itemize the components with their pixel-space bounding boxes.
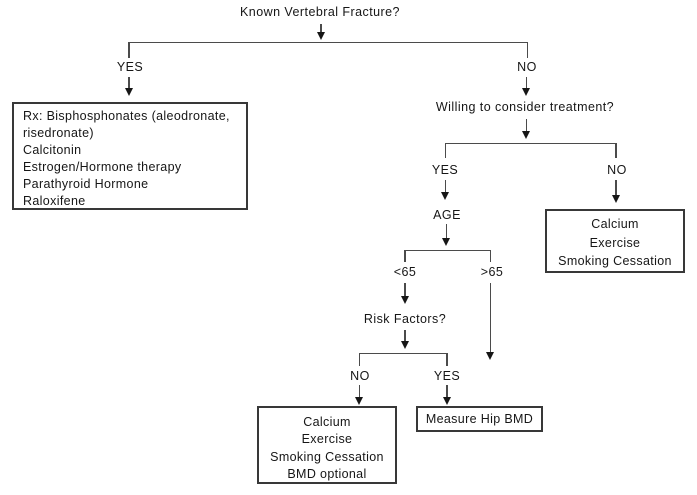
care-bmd-item: BMD optional xyxy=(287,466,367,481)
branch-label-over-65: >65 xyxy=(480,265,504,279)
edge-risk-split-right-stub xyxy=(446,352,448,366)
arrow-yes-risk-head-icon xyxy=(442,397,451,405)
edge-age-split xyxy=(404,249,491,252)
arrow-no-fracture-line xyxy=(525,77,528,88)
branch-label-no-fracture: NO xyxy=(517,60,537,74)
edge-treatment-split xyxy=(444,142,617,145)
arrow-treatment-line xyxy=(525,119,528,131)
arrow-treatment-head-icon xyxy=(522,131,530,139)
care-bmd-item: Calcium xyxy=(303,415,351,429)
branch-label-under-65: <65 xyxy=(393,265,417,279)
branch-label-no-risk: NO xyxy=(350,369,370,383)
edge-risk-split xyxy=(358,352,448,355)
arrow-root-line xyxy=(320,24,322,33)
arrow-no-risk-head-icon xyxy=(355,397,363,405)
arrow-yes-fracture-line xyxy=(128,77,130,88)
branch-label-yes-risk: YES xyxy=(433,369,461,383)
rx-item: Raloxifene xyxy=(23,194,86,208)
arrow-risk-line xyxy=(404,330,406,341)
arrow-over65-line xyxy=(489,283,492,352)
arrow-yes-risk-line xyxy=(446,385,448,397)
arrow-yes-fracture-head-icon xyxy=(124,88,133,96)
rx-item: Rx: Bisphosphonates (aleodronate, risedr… xyxy=(23,109,230,140)
rx-item: Parathyroid Hormone xyxy=(23,177,149,191)
care-bmd-item: Smoking Cessation xyxy=(270,449,384,464)
arrow-age-head-icon xyxy=(442,238,450,246)
arrow-under65-head-icon xyxy=(400,296,409,304)
edge-root-split-left-stub xyxy=(128,41,130,58)
age-question: AGE xyxy=(433,208,461,222)
care-item: Smoking Cessation xyxy=(558,254,672,268)
arrow-no-fracture-head-icon xyxy=(522,88,530,96)
edge-treatment-split-left-stub xyxy=(444,142,447,158)
rx-item: Calcitonin xyxy=(23,143,82,157)
branch-label-no-treatment: NO xyxy=(607,163,627,177)
arrow-no-treatment-line xyxy=(615,180,617,195)
arrow-yes-treatment-head-icon xyxy=(441,192,449,200)
edge-risk-split-left-stub xyxy=(358,352,361,366)
arrow-no-treatment-head-icon xyxy=(611,195,620,203)
arrow-yes-treatment-line xyxy=(444,180,447,192)
arrow-age-line xyxy=(445,224,448,238)
care-item: Exercise xyxy=(589,235,641,250)
arrow-risk-head-icon xyxy=(400,341,409,349)
arrow-over65-head-icon xyxy=(486,352,494,360)
root-question: Known Vertebral Fracture? xyxy=(240,5,400,19)
care-item: Calcium xyxy=(591,217,639,231)
arrow-root-head-icon xyxy=(316,32,325,40)
branch-label-yes-treatment: YES xyxy=(431,163,459,177)
care-bmd-item: Exercise xyxy=(301,432,353,447)
edge-root-split xyxy=(128,41,528,44)
rx-item: Estrogen/Hormone therapy xyxy=(23,160,182,174)
arrow-no-risk-line xyxy=(358,385,361,397)
edge-root-split-right-stub xyxy=(526,41,529,58)
edge-treatment-split-right-stub xyxy=(615,142,617,158)
edge-age-split-left-stub xyxy=(404,249,406,262)
treatment-question: Willing to consider treatment? xyxy=(435,100,615,114)
outcome-box-conservative-care: Calcium Exercise Smoking Cessation xyxy=(545,209,685,273)
outcome-box-measure-bmd: Measure Hip BMD xyxy=(416,406,543,432)
risk-question: Risk Factors? xyxy=(363,312,447,326)
measure-bmd-item: Measure Hip BMD xyxy=(425,412,534,426)
branch-label-yes-fracture: YES xyxy=(116,60,144,74)
outcome-box-conservative-care-bmd: Calcium Exercise Smoking Cessation BMD o… xyxy=(257,406,397,484)
edge-age-split-right-stub xyxy=(489,249,492,262)
arrow-under65-line xyxy=(404,283,406,296)
outcome-box-rx-treatment: Rx: Bisphosphonates (aleodronate, risedr… xyxy=(12,102,248,210)
